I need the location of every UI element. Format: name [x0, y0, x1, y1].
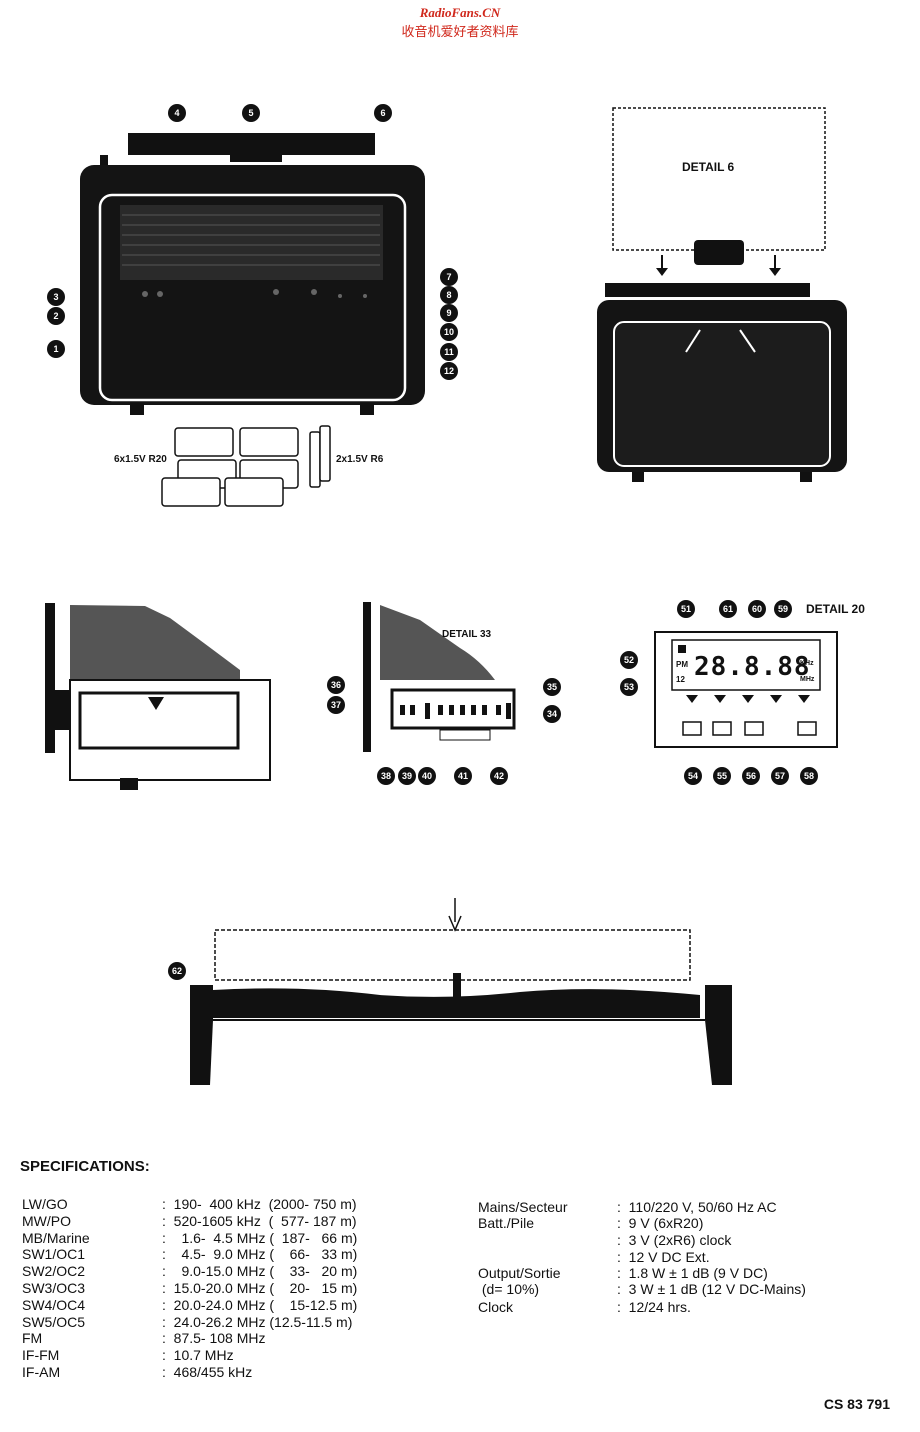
spec-band-value: : 190- 400 kHz (2000- 750 m) [162, 1196, 357, 1212]
callout-5: 5 [242, 104, 260, 122]
callout-34: 34 [543, 705, 561, 723]
lcd-12: 12 [676, 675, 685, 684]
callout-38: 38 [377, 767, 395, 785]
detail33-label: DETAIL 33 [442, 629, 492, 640]
spec-label: Output/Sortie [478, 1265, 561, 1281]
callout-54: 54 [684, 767, 702, 785]
spec-band-label: LW/GO [22, 1196, 68, 1212]
antenna [100, 155, 108, 173]
callout-40: 40 [418, 767, 436, 785]
spec-band-value: : 87.5- 108 MHz [162, 1330, 266, 1347]
spec-band-label: MB/Marine [22, 1229, 90, 1246]
callout-11: 11 [440, 343, 458, 361]
spec-band-label: SW3/OC3 [22, 1280, 86, 1296]
spec-band-value: : 10.7 MHz [162, 1347, 234, 1364]
callout-7: 7 [440, 268, 458, 286]
callout-58: 58 [800, 767, 818, 785]
callout-8: 8 [440, 286, 458, 304]
spec-band-label: IF-FM [22, 1347, 60, 1364]
site-subtitle: 收音机爱好者资料库 [401, 25, 519, 40]
specifications-title: SPECIFICATIONS: [20, 1158, 150, 1175]
callout-3: 3 [47, 288, 65, 306]
spec-band-label: SW2/OC2 [22, 1263, 86, 1280]
spec-band-label: SW1/OC1 [22, 1246, 86, 1263]
callout-36: 36 [327, 676, 345, 694]
spec-label: Clock [478, 1299, 514, 1315]
carry-handle [128, 133, 375, 155]
callout-39: 39 [398, 767, 416, 785]
spec-band-value: : 24.0-26.2 MHz (12.5-11.5 m) [162, 1313, 353, 1330]
spec-band-value: : 9.0-15.0 MHz ( 33- 20 m) [162, 1263, 358, 1280]
spec-band-label: MW/PO [22, 1212, 71, 1229]
detail20-label: DETAIL 20 [806, 602, 865, 616]
site-title: RadioFans.CN [419, 5, 501, 20]
callout-41: 41 [454, 767, 472, 785]
detail20-figure [654, 631, 838, 748]
detail6-figure [597, 107, 847, 482]
battery-label-r6: 2x1.5V R6 [336, 454, 384, 465]
callout-60: 60 [748, 600, 766, 618]
spec-value: : 3 V (2xR6) clock [617, 1232, 732, 1248]
detail33-figure [363, 602, 516, 752]
battery-compartment-figure [45, 603, 271, 790]
spec-band-value: : 520-1605 kHz ( 577- 187 m) [162, 1212, 357, 1229]
lcd-pm: PM [676, 660, 688, 669]
spec-value: : 12 V DC Ext. [617, 1249, 710, 1265]
callout-55: 55 [713, 767, 731, 785]
spec-band-label: FM [22, 1330, 43, 1347]
callout-6: 6 [374, 104, 392, 122]
spec-value: : 110/220 V, 50/60 Hz AC [617, 1199, 777, 1215]
callout-56: 56 [742, 767, 760, 785]
callout-9: 9 [440, 304, 458, 322]
callout-52: 52 [620, 651, 638, 669]
spec-value: : 3 W ± 1 dB (12 V DC-Mains) [617, 1281, 806, 1297]
spec-band-value: : 1.6- 4.5 MHz ( 187- 66 m) [162, 1229, 358, 1246]
callout-42: 42 [490, 767, 508, 785]
callout-37: 37 [327, 696, 345, 714]
document-code: CS 83 791 [823, 1396, 890, 1412]
lcd-digits: 28.8.88 [694, 652, 811, 682]
callout-35: 35 [543, 678, 561, 696]
spec-value: : 9 V (6xR20) [617, 1215, 704, 1231]
callout-61: 61 [719, 600, 737, 618]
spec-band-label: IF-AM [22, 1364, 61, 1380]
figures-svg [45, 107, 847, 1085]
batteries-figure [161, 425, 331, 507]
spec-band-value: : 15.0-20.0 MHz ( 20- 15 m) [162, 1280, 358, 1296]
callout-12: 12 [440, 362, 458, 380]
spec-value: : 12/24 hrs. [617, 1299, 691, 1315]
callout-53: 53 [620, 678, 638, 696]
callout-57: 57 [771, 767, 789, 785]
lcd-khz: KHz [800, 660, 814, 667]
spec-label: Batt./Pile [478, 1215, 535, 1231]
spec-label: Mains/Secteur [478, 1199, 568, 1215]
spec-band-label: SW5/OC5 [22, 1313, 86, 1330]
handle-detail-figure [190, 898, 732, 1085]
callout-1: 1 [47, 340, 65, 358]
spec-band-value: : 4.5- 9.0 MHz ( 66- 33 m) [162, 1246, 358, 1263]
radio-front-figure [80, 133, 425, 415]
callout-4: 4 [168, 104, 186, 122]
callout-59: 59 [774, 600, 792, 618]
radio-body [80, 165, 425, 405]
lcd-mhz: MHz [800, 676, 815, 683]
spec-band-value: : 468/455 kHz [162, 1364, 253, 1380]
battery-label-r20: 6x1.5V R20 [114, 454, 167, 465]
callout-2: 2 [47, 307, 65, 325]
callout-51: 51 [677, 600, 695, 618]
callout-10: 10 [440, 323, 458, 341]
spec-band-value: : 20.0-24.0 MHz ( 15-12.5 m) [162, 1296, 358, 1313]
detail6-label: DETAIL 6 [682, 160, 735, 174]
spec-band-label: SW4/OC4 [22, 1296, 86, 1313]
spec-value: : 1.8 W ± 1 dB (9 V DC) [617, 1265, 768, 1281]
speaker-grille [120, 205, 383, 280]
callout-62: 62 [168, 962, 186, 980]
spec-label: (d= 10%) [478, 1281, 540, 1297]
